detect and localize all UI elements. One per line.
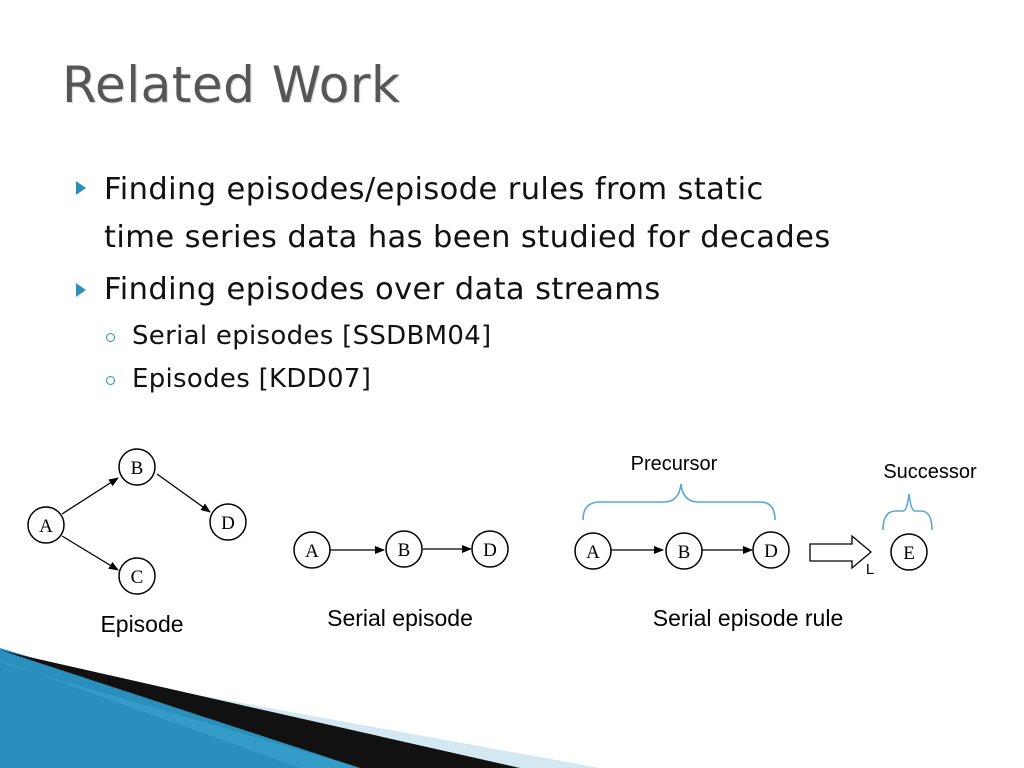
bullet-arrow-icon	[76, 181, 86, 195]
node-label: E	[903, 543, 915, 564]
successor-label: Successor	[883, 461, 977, 483]
serial-episode-rule-caption: Serial episode rule	[653, 605, 844, 631]
sub-bullet-circle-icon	[106, 376, 115, 385]
node-label: A	[305, 541, 319, 562]
node-label: A	[586, 542, 600, 563]
node-label: B	[131, 458, 144, 479]
edge-a-b	[61, 477, 119, 515]
episode-diagram: A B C D Episode	[27, 448, 247, 637]
sub-bullet-item-2: Episodes [KDD07]	[132, 364, 372, 394]
precursor-label: Precursor	[631, 453, 718, 475]
node-circle	[385, 530, 423, 568]
node-label: C	[131, 567, 144, 588]
slide-title: Related Work	[62, 56, 401, 114]
node-circle	[471, 530, 509, 568]
sub-bullet-circle-icon	[106, 333, 115, 342]
bullet-item-1-line-2: time series data has been studied for de…	[104, 220, 831, 255]
node-label: D	[483, 540, 497, 561]
node-label: A	[39, 516, 53, 537]
edge-a-c	[61, 535, 119, 571]
node-label: B	[678, 542, 691, 563]
edge-b-d	[156, 473, 211, 513]
sub-bullet-item-1: Serial episodes [SSDBM04]	[132, 321, 492, 351]
node-label: D	[764, 541, 778, 562]
node-label: D	[221, 513, 235, 534]
node-circle	[209, 503, 247, 541]
node-label: B	[398, 540, 411, 561]
serial-episode-diagram: A B D Serial episode	[293, 530, 509, 631]
serial-episode-caption: Serial episode	[327, 605, 473, 631]
bullet-item-1-line-1: Finding episodes/episode rules from stat…	[104, 172, 764, 207]
corner-decoration	[0, 648, 600, 768]
node-circle	[118, 448, 156, 486]
bullet-arrow-icon	[76, 283, 86, 297]
node-circle	[574, 532, 612, 570]
bullet-item-2: Finding episodes over data streams	[104, 272, 661, 307]
precursor-brace	[582, 483, 776, 521]
node-circle	[27, 506, 65, 544]
implies-arrow-icon	[809, 534, 873, 570]
node-circle	[890, 533, 928, 571]
node-circle	[293, 531, 331, 569]
successor-brace	[882, 493, 933, 531]
lag-label: L	[866, 561, 874, 578]
node-circle	[118, 557, 156, 595]
episode-caption: Episode	[100, 611, 183, 637]
node-circle	[752, 531, 790, 569]
serial-episode-rule-diagram: Precursor Successor A B D L E Serial epi…	[574, 453, 977, 631]
node-circle	[665, 532, 703, 570]
